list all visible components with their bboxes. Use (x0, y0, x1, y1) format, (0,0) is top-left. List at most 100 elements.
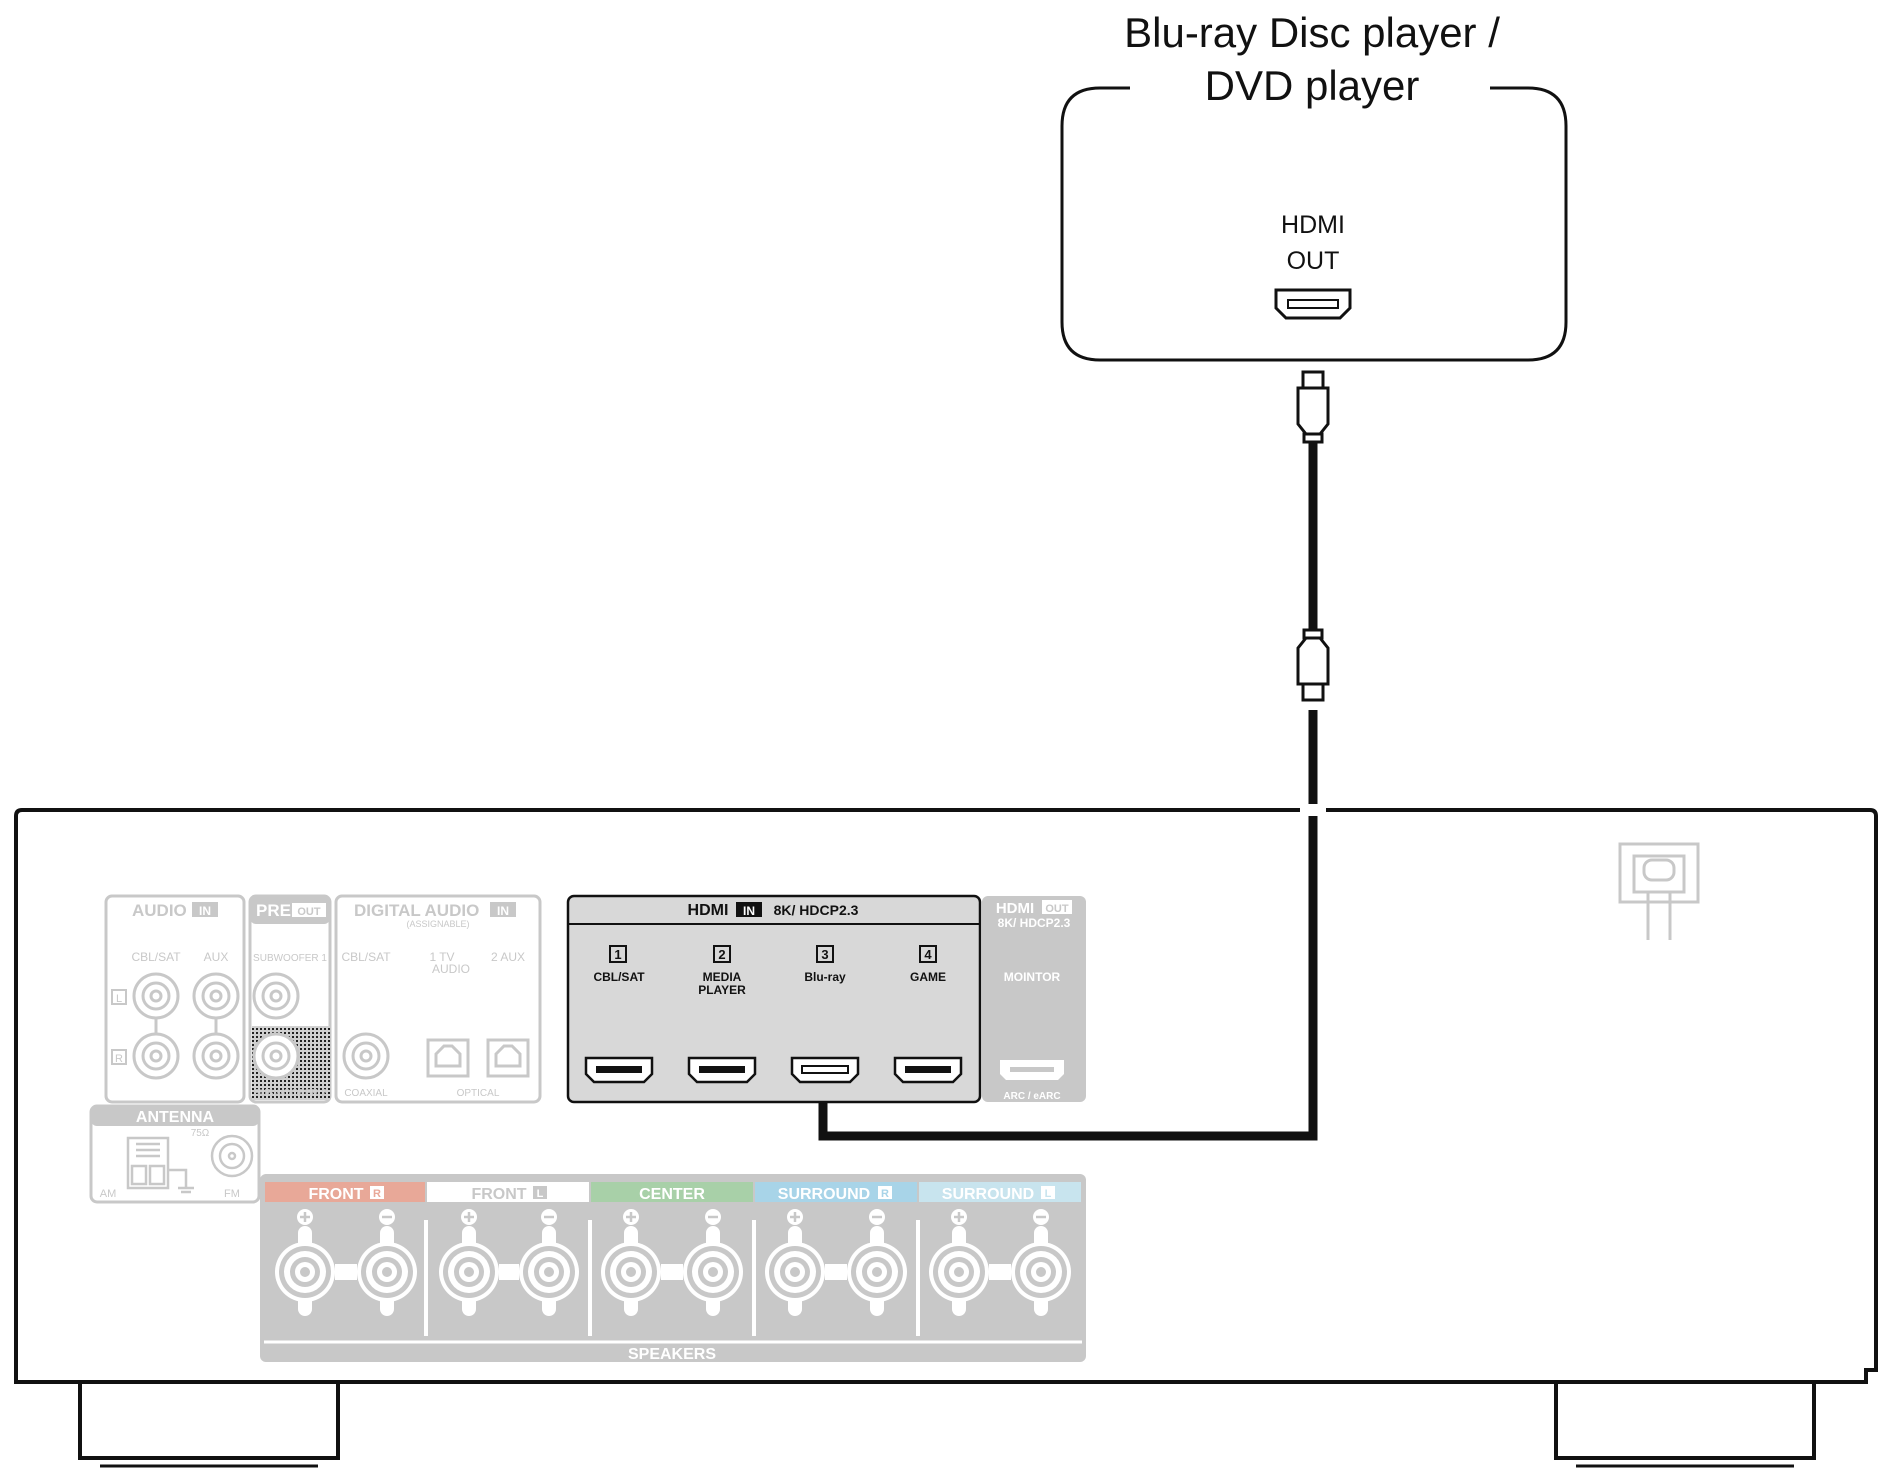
hdmi-port-4-icon (893, 1056, 963, 1084)
speakers-title: SPEAKERS (628, 1346, 716, 1363)
hdmi-in-panel: HDMI IN 8K/ HDCP2.3 1 CBL/SAT 2 MEDIA PL… (566, 894, 982, 1104)
audio-in-title: AUDIO (132, 901, 187, 920)
hdmi-in-title: HDMI (688, 902, 729, 919)
front-r-label: FRONT (308, 1186, 363, 1203)
speaker-terminal-icon (519, 1209, 579, 1316)
antenna-title: ANTENNA (136, 1109, 215, 1126)
hdmi-out-port-label: MOINTOR (1004, 970, 1061, 984)
hdmi-in-port-2: 2 MEDIA PLAYER (687, 945, 757, 1084)
hdmi-out-spec: 8K/ HDCP2.3 (998, 916, 1071, 930)
hdmi-port-3-icon (790, 1056, 860, 1084)
audio-in-right-mark: R (115, 1053, 123, 1065)
front-r-band (265, 1182, 425, 1202)
hdmi-in-port-4: 4 GAME (893, 945, 963, 1084)
subwoofer1-label: SUBWOOFER 1 (253, 953, 327, 964)
speaker-terminal-icon (439, 1209, 499, 1316)
source-device: Blu-ray Disc player / DVD player HDMI OU… (1060, 9, 1568, 362)
cable-plug-top-icon (1296, 370, 1330, 444)
subwoofer1-jack-icon (252, 972, 300, 1020)
hdmi-out-label-line1: HDMI (1281, 211, 1345, 239)
speaker-terminal-icon (683, 1209, 743, 1316)
pre-out-badge: OUT (297, 906, 321, 918)
surround-l-side: L (1045, 1188, 1052, 1200)
front-r-side: R (373, 1188, 381, 1200)
speaker-terminals (275, 1209, 1071, 1316)
digital-audio-col3: 2 AUX (491, 950, 525, 964)
port-3-number: 3 (821, 947, 828, 962)
digital-audio-subtitle: (ASSIGNABLE) (406, 919, 469, 929)
speaker-terminal-icon (847, 1209, 907, 1316)
pre-out-panel: PRE OUT SUBWOOFER 1 SUBWOOFER 2 (248, 894, 332, 1104)
hdmi-in-spec: 8K/ HDCP2.3 (774, 902, 859, 918)
antenna-fm-label: FM (224, 1188, 240, 1200)
left-foot (78, 1382, 340, 1460)
antenna-panel: ANTENNA 75Ω AM FM (89, 1104, 261, 1204)
hdmi-out-arc-label: ARC / eARC (1003, 1091, 1060, 1102)
speaker-terminal-icon (357, 1209, 417, 1316)
rca-jacks-icon (132, 972, 240, 1080)
am-terminal-icon (126, 1136, 194, 1194)
front-l-band (427, 1182, 589, 1202)
coaxial-label: COAXIAL (344, 1088, 388, 1099)
surround-r-band (755, 1182, 917, 1202)
front-l-label: FRONT (471, 1186, 526, 1203)
speakers-panel: FRONT R FRONT L CENTER SURROUND R SURROU… (260, 1174, 1086, 1363)
hdmi-in-badge: IN (743, 904, 755, 918)
center-label: CENTER (639, 1186, 705, 1203)
hdmi-out-port-icon (1274, 288, 1352, 320)
terminal-link-bar (825, 1264, 847, 1280)
antenna-ohm: 75Ω (191, 1128, 210, 1139)
hdmi-out-monitor-port-icon (1000, 1060, 1064, 1080)
digital-audio-col2b: AUDIO (432, 962, 470, 976)
fm-jack-icon (210, 1134, 254, 1178)
port-2-label-line1: MEDIA (703, 970, 742, 984)
digital-audio-col1: CBL/SAT (341, 950, 391, 964)
source-device-title-line2: DVD player (1205, 62, 1420, 109)
port-2-label-line2: PLAYER (698, 983, 746, 997)
cable-plug-bottom-icon (1296, 628, 1330, 702)
port-1-number: 1 (614, 947, 621, 962)
digital-audio-badge: IN (497, 904, 509, 918)
hdmi-out-panel: HDMI OUT 8K/ HDCP2.3 MOINTOR ARC / eARC (982, 896, 1086, 1102)
port-2-number: 2 (718, 947, 725, 962)
center-band (591, 1182, 753, 1202)
av-receiver (14, 804, 1878, 1468)
hdmi-out-label-line2: OUT (1287, 247, 1340, 275)
hdmi-out-badge: OUT (1045, 903, 1069, 915)
receiver-outline (14, 808, 1878, 1384)
digital-audio-title: DIGITAL AUDIO (354, 901, 479, 920)
power-inlet-icon (1618, 842, 1700, 940)
audio-in-col2: AUX (204, 950, 229, 964)
terminal-link-bar (989, 1264, 1011, 1280)
port-4-number: 4 (924, 947, 932, 962)
speaker-terminal-icon (275, 1209, 335, 1316)
pre-out-title: PRE (256, 901, 291, 920)
optical-label: OPTICAL (457, 1088, 500, 1099)
surround-r-side: R (881, 1188, 889, 1200)
surround-l-label: SURROUND (942, 1186, 1034, 1203)
port-3-label: Blu-ray (804, 970, 846, 984)
speaker-terminal-icon (601, 1209, 661, 1316)
audio-in-panel: AUDIO IN CBL/SAT AUX L R (104, 894, 246, 1104)
surround-r-label: SURROUND (778, 1186, 870, 1203)
subwoofer2-label: SUBWOOFER 2 (253, 1088, 327, 1099)
optical-jacks-icon (426, 1038, 530, 1078)
speaker-terminal-icon (765, 1209, 825, 1316)
hdmi-port-1-icon (584, 1056, 654, 1084)
antenna-am-label: AM (100, 1188, 117, 1200)
terminal-link-bar (661, 1264, 683, 1280)
subwoofer2-jack-icon (252, 1032, 300, 1080)
digital-audio-panel: DIGITAL AUDIO IN (ASSIGNABLE) CBL/SAT 1 … (334, 894, 542, 1104)
hdmi-in-port-1: 1 CBL/SAT (584, 945, 654, 1084)
terminal-link-bar (499, 1264, 519, 1280)
hdmi-in-port-3: 3 Blu-ray (790, 945, 860, 1084)
hdmi-out-title: HDMI (996, 900, 1034, 917)
front-l-side: L (537, 1188, 544, 1200)
right-foot (1554, 1382, 1816, 1460)
coaxial-jack-icon (342, 1032, 390, 1080)
port-4-label: GAME (910, 970, 946, 984)
terminal-link-bar (335, 1264, 357, 1280)
hdmi-port-2-icon (687, 1056, 757, 1084)
port-1-label: CBL/SAT (593, 970, 645, 984)
